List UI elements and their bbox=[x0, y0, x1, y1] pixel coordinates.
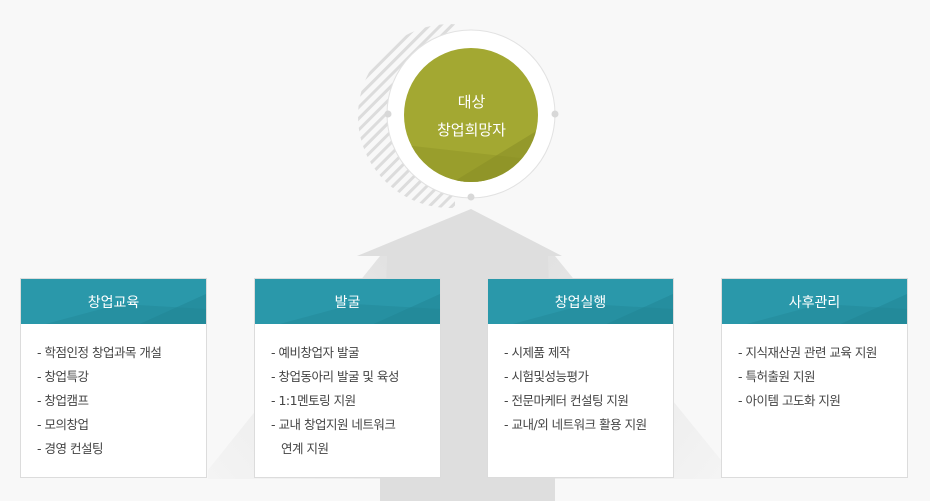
card-discovery: 발굴 - 예비창업자 발굴 - 창업동아리 발굴 및 육성 - 1:1멘토링 지… bbox=[254, 278, 441, 478]
card-startup-execution: 창업실행 - 시제품 제작 - 시험및성능평가 - 전문마케터 컨설팅 지원 -… bbox=[487, 278, 674, 478]
center-target: 대상 창업희망자 bbox=[405, 49, 538, 182]
list-item: - 모의창업 bbox=[37, 417, 89, 432]
center-circle bbox=[404, 48, 538, 182]
center-label-line2: 창업희망자 bbox=[436, 120, 506, 139]
list-item: - 교내 창업지원 네트워크 bbox=[271, 417, 396, 432]
card-header: 사후관리 bbox=[722, 279, 907, 324]
ring-dot-right bbox=[551, 110, 559, 118]
list-item: - 학점인정 창업과목 개설 bbox=[37, 345, 162, 360]
card-header: 창업실행 bbox=[488, 279, 673, 324]
ring-dot-bottom bbox=[467, 193, 475, 201]
list-item: - 시제품 제작 bbox=[504, 345, 570, 360]
list-item-continuation: 연계 지원 bbox=[281, 441, 329, 456]
card-header: 창업교육 bbox=[21, 279, 206, 324]
list-item: - 1:1멘토링 지원 bbox=[271, 393, 356, 408]
list-item: - 교내/외 네트워크 활용 지원 bbox=[504, 417, 647, 432]
list-item: - 시험및성능평가 bbox=[504, 369, 589, 384]
list-item: - 특허출원 지원 bbox=[738, 369, 815, 384]
list-item: - 지식재산권 관련 교육 지원 bbox=[738, 345, 877, 360]
center-label-line1: 대상 bbox=[457, 92, 486, 111]
card-startup-education: 창업교육 - 학점인정 창업과목 개설 - 창업특강 - 창업캠프 - 모의창업… bbox=[20, 278, 207, 478]
list-item: - 창업특강 bbox=[37, 369, 89, 384]
list-item: - 창업캠프 bbox=[37, 393, 89, 408]
card-title: 사후관리 bbox=[788, 294, 841, 311]
list-item-continued: 연계 지원 bbox=[271, 437, 440, 461]
card-title: 발굴 bbox=[334, 294, 361, 311]
card-follow-up-management: 사후관리 - 지식재산권 관련 교육 지원 - 특허출원 지원 - 아이템 고도… bbox=[721, 278, 908, 478]
list-item: - 경영 컨설팅 bbox=[37, 441, 103, 456]
list-item: - 예비창업자 발굴 bbox=[271, 345, 359, 360]
card-header: 발굴 bbox=[255, 279, 440, 324]
card-list: - 지식재산권 관련 교육 지원 - 특허출원 지원 - 아이템 고도화 지원 bbox=[722, 324, 907, 413]
list-item: - 창업동아리 발굴 및 육성 bbox=[271, 369, 399, 384]
card-list: - 학점인정 창업과목 개설 - 창업특강 - 창업캠프 - 모의창업 - 경영… bbox=[21, 324, 206, 461]
list-item: - 전문마케터 컨설팅 지원 bbox=[504, 393, 629, 408]
card-title: 창업실행 bbox=[554, 294, 607, 311]
card-title: 창업교육 bbox=[87, 294, 140, 311]
card-list: - 시제품 제작 - 시험및성능평가 - 전문마케터 컨설팅 지원 - 교내/외… bbox=[488, 324, 673, 437]
ring-dot-left bbox=[384, 110, 392, 118]
card-list: - 예비창업자 발굴 - 창업동아리 발굴 및 육성 - 1:1멘토링 지원 -… bbox=[255, 324, 440, 461]
list-item: - 아이템 고도화 지원 bbox=[738, 393, 841, 408]
